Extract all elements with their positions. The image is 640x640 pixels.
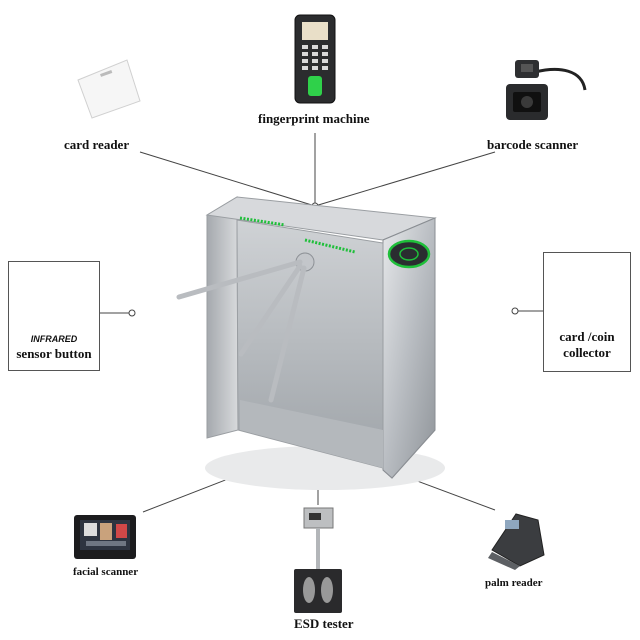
- esd-tester-image: [294, 507, 342, 613]
- line-barcode: [314, 151, 496, 207]
- exit-stamp: EXIT: [45, 313, 63, 322]
- label-barcode-scanner: barcode scanner: [487, 137, 579, 152]
- barcode-scanner-image: [506, 60, 587, 120]
- fingerprint-machine-image: [294, 14, 336, 104]
- label-card-reader: card reader: [64, 137, 130, 152]
- line-card-reader: [139, 151, 316, 207]
- palm-reader-image: [488, 513, 545, 570]
- label-card-coin-line2: collector: [563, 345, 611, 360]
- facial-scanner-image: [74, 515, 136, 559]
- label-card-coin-line1: card /coin: [559, 329, 615, 344]
- node-right: [511, 307, 519, 315]
- coin-collector-box: card /coin collector: [543, 252, 631, 372]
- sensor-button-box: EXIT INFRARED sensor button: [8, 261, 100, 371]
- label-fingerprint-machine: fingerprint machine: [258, 111, 370, 126]
- tripod-turnstile: [176, 196, 445, 490]
- label-facial-scanner: facial scanner: [73, 566, 139, 578]
- node-left: [128, 309, 136, 317]
- label-palm-reader: palm reader: [485, 577, 543, 589]
- card-reader-image: [77, 59, 141, 119]
- label-sensor-button: sensor button: [16, 346, 92, 361]
- label-esd-tester: ESD tester: [294, 616, 354, 631]
- label-infrared: INFRARED: [30, 334, 78, 344]
